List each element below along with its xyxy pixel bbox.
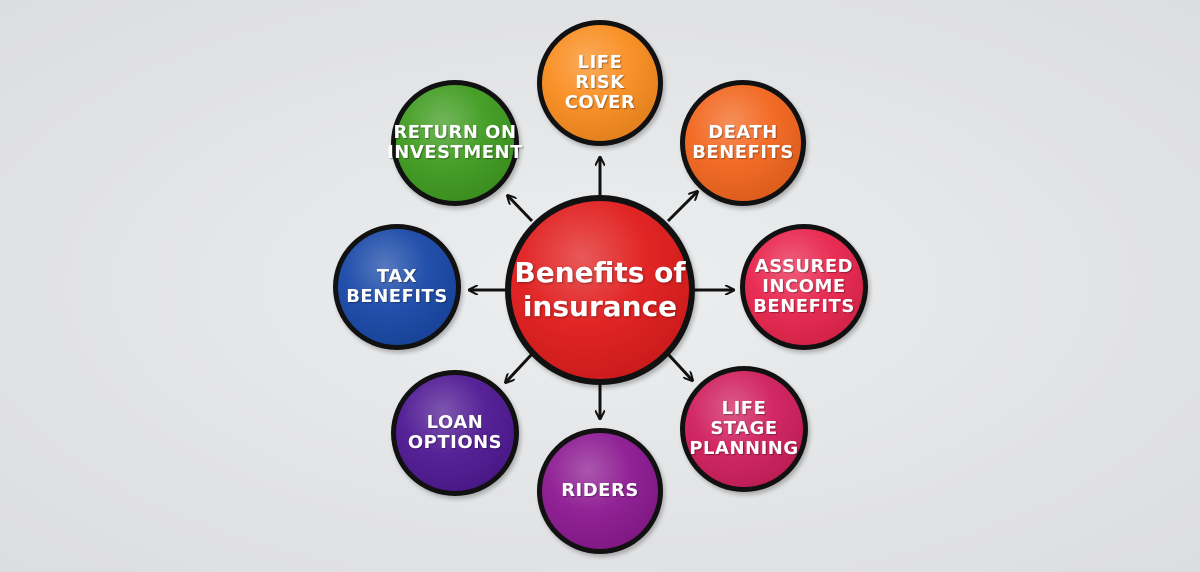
node-label-life-stage-planning: LIFE STAGE PLANNING — [689, 398, 799, 459]
arrow-to-return-on-investment — [508, 196, 534, 223]
center-label: Benefits of insurance — [514, 256, 686, 323]
node-loan-options: LOAN OPTIONS — [391, 370, 519, 496]
node-life-risk-cover: LIFE RISK COVER — [537, 20, 663, 146]
node-label-return-on-investment: RETURN ON INVESTMENT — [387, 122, 523, 163]
node-assured-income-benefits: ASSURED INCOME BENEFITS — [740, 224, 868, 350]
node-return-on-investment: RETURN ON INVESTMENT — [387, 80, 522, 206]
node-label-life-risk-cover: LIFE RISK COVER — [564, 52, 636, 113]
arrow-to-death-benefits — [666, 192, 697, 223]
node-tax-benefits: TAX BENEFITS — [333, 224, 461, 350]
node-label-riders: RIDERS — [561, 480, 639, 501]
node-death-benefits: DEATH BENEFITS — [680, 80, 806, 206]
node-label-loan-options: LOAN OPTIONS — [407, 412, 503, 453]
node-label-assured-income-benefits: ASSURED INCOME BENEFITS — [753, 256, 855, 317]
node-life-stage-planning: LIFE STAGE PLANNING — [680, 366, 808, 492]
arrow-to-life-stage-planning — [666, 352, 692, 380]
arrow-to-loan-options — [506, 352, 534, 382]
node-riders: RIDERS — [537, 428, 663, 554]
node-label-tax-benefits: TAX BENEFITS — [346, 266, 448, 307]
center-node-benefits-of-insurance: Benefits of insurance — [505, 195, 695, 385]
node-label-death-benefits: DEATH BENEFITS — [692, 122, 794, 163]
